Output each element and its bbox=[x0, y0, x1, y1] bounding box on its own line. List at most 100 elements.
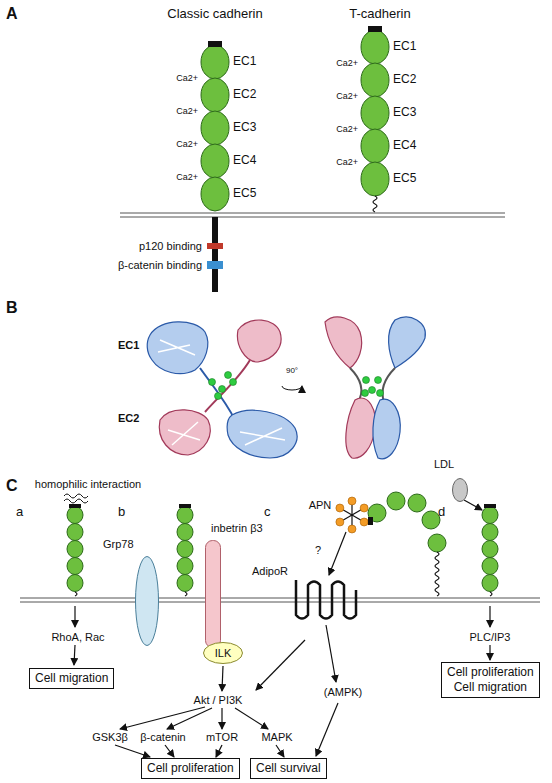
p120-site bbox=[207, 243, 223, 249]
outcome-box: Cell proliferation bbox=[141, 758, 240, 779]
annotation-label: Ca2+ bbox=[176, 74, 198, 84]
cadherin-chain bbox=[482, 504, 498, 592]
annotation-label: Ca2+ bbox=[176, 107, 198, 117]
domain-cap bbox=[368, 517, 373, 525]
domain-cap bbox=[179, 504, 191, 508]
ec-domain bbox=[361, 63, 389, 97]
annotation-label: ? bbox=[315, 544, 321, 556]
annotation-label: homophilic interaction bbox=[35, 478, 141, 490]
annotation-label: mTOR bbox=[206, 731, 238, 743]
annotation-label: (AMPK) bbox=[324, 686, 363, 698]
ec-domain bbox=[67, 541, 83, 558]
ldl-particle: LDL bbox=[452, 478, 468, 502]
gpi-anchor bbox=[435, 552, 439, 596]
annotation-label: p120 binding bbox=[139, 240, 202, 252]
annotation-label: Ca2+ bbox=[336, 125, 358, 135]
ec-domain bbox=[387, 492, 405, 510]
cadherin-chain bbox=[368, 492, 446, 552]
domain-cap bbox=[208, 41, 222, 47]
cadherin-chain bbox=[67, 504, 83, 592]
panel-letter: C bbox=[6, 477, 18, 495]
node-outline bbox=[452, 478, 468, 502]
annotation-label: MAPK bbox=[261, 731, 292, 743]
gpi-anchor bbox=[490, 592, 492, 596]
adiponectin bbox=[336, 497, 368, 533]
ec-domain bbox=[67, 558, 83, 575]
annotation-label: EC5 bbox=[233, 187, 256, 200]
annotation-label: EC5 bbox=[393, 172, 416, 185]
cadherin-chain bbox=[361, 26, 389, 196]
ec-domain bbox=[201, 78, 229, 112]
cadherin-chain bbox=[201, 41, 229, 211]
membrane bbox=[20, 598, 540, 602]
crystal-structure bbox=[147, 317, 425, 459]
annotation-label: AdipoR bbox=[252, 565, 288, 577]
gpi-anchor bbox=[185, 592, 187, 596]
cadherin-chain bbox=[177, 504, 193, 592]
panel-letter: A bbox=[6, 5, 18, 23]
cytoplasmic-tail bbox=[212, 217, 218, 292]
domain-cap bbox=[69, 504, 81, 508]
subpanel-letter: b bbox=[118, 505, 125, 519]
ec-domain bbox=[422, 511, 440, 529]
ec-domain bbox=[67, 507, 83, 524]
annotation-label: EC4 bbox=[233, 154, 256, 167]
node-text: Cell survival bbox=[256, 761, 321, 776]
node-text: ILK bbox=[203, 642, 243, 664]
node-text: Cell migration bbox=[447, 680, 534, 695]
outcome-box: Cell survival bbox=[250, 758, 327, 779]
node-outline bbox=[205, 540, 221, 648]
annotation-label: Ca2+ bbox=[336, 92, 358, 102]
ec-domain bbox=[67, 524, 83, 541]
ec-domain bbox=[361, 30, 389, 64]
ec-domain bbox=[482, 524, 498, 541]
ec-domain bbox=[177, 507, 193, 524]
node-text: LDL bbox=[434, 458, 454, 470]
ec-domain bbox=[201, 144, 229, 178]
annotation-label: Akt / PI3K bbox=[194, 694, 243, 706]
domain-cap bbox=[484, 504, 496, 508]
annotation-label: β-catenin binding bbox=[118, 259, 202, 271]
ec-domain bbox=[482, 575, 498, 592]
node-text: Grp78 bbox=[103, 538, 134, 550]
annotation-label: EC2 bbox=[118, 412, 139, 424]
annotation-label: T-cadherin bbox=[349, 7, 410, 21]
node-text: inbetrin β3 bbox=[211, 522, 263, 534]
subpanel-letter: c bbox=[264, 505, 271, 519]
annotation-label: 90° bbox=[286, 367, 298, 376]
annotation-label: RhoA, Rac bbox=[51, 631, 104, 643]
ec-domain bbox=[408, 494, 426, 512]
node-text: Cell proliferation bbox=[147, 761, 234, 776]
panel-letter: B bbox=[6, 299, 18, 317]
annotation-label: β-catenin bbox=[140, 731, 185, 743]
ec-domain bbox=[67, 575, 83, 592]
outcome-box: Cell migration bbox=[29, 668, 114, 689]
gpi-anchor bbox=[75, 592, 77, 596]
annotation-label: Classic cadherin bbox=[167, 7, 262, 21]
subpanel-letter: d bbox=[438, 505, 445, 519]
outcome-box: Cell proliferationCell migration bbox=[441, 662, 540, 698]
ec-domain bbox=[201, 177, 229, 211]
annotation-label: PLC/IP3 bbox=[470, 631, 511, 643]
ec-domain bbox=[482, 541, 498, 558]
annotation-label: GSK3β bbox=[92, 731, 128, 743]
ec-domain bbox=[177, 524, 193, 541]
annotation-label: EC1 bbox=[393, 40, 416, 53]
annotation-label: EC3 bbox=[393, 106, 416, 119]
annotation-label: EC2 bbox=[233, 88, 256, 101]
ec-domain bbox=[361, 96, 389, 130]
ilk-ellipse: ILK bbox=[203, 642, 243, 664]
gpi-anchor bbox=[373, 196, 377, 212]
ec-domain bbox=[482, 507, 498, 524]
homophilic-mark bbox=[64, 494, 88, 503]
ec-domain bbox=[361, 129, 389, 163]
integrin-bar: inbetrin β3 bbox=[205, 540, 221, 648]
ec-domain bbox=[177, 575, 193, 592]
annotation-label: EC1 bbox=[118, 339, 139, 351]
node-text: Cell migration bbox=[35, 671, 108, 686]
ec-domain bbox=[177, 558, 193, 575]
node-outline bbox=[135, 556, 159, 646]
annotation-label: APN bbox=[309, 499, 332, 511]
annotation-label: Ca2+ bbox=[176, 173, 198, 183]
domain-cap bbox=[368, 26, 382, 32]
